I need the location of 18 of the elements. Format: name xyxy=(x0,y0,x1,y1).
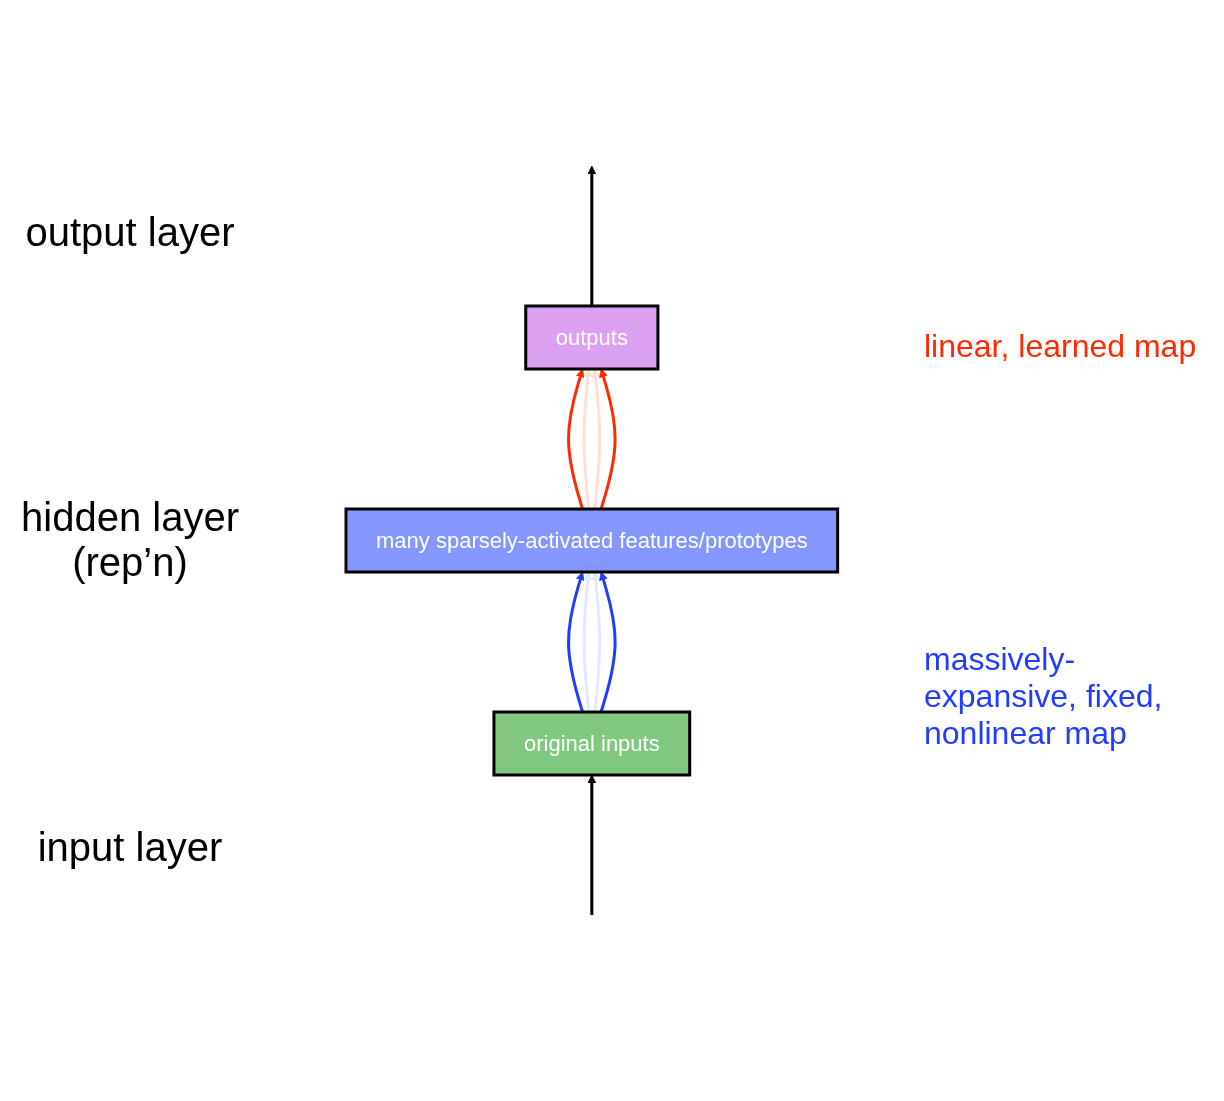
arrow xyxy=(587,774,597,915)
arrow xyxy=(587,165,597,306)
map-label: linear, learned map xyxy=(924,328,1198,365)
arrow xyxy=(567,368,585,509)
arrow xyxy=(591,571,602,712)
node-box: outputs xyxy=(524,304,660,370)
arrow xyxy=(582,368,593,509)
arrow xyxy=(599,368,617,509)
arrow xyxy=(582,571,593,712)
layer-label: output layer xyxy=(24,210,236,255)
layer-label: hidden layer (rep’n) xyxy=(20,495,240,585)
node-box: many sparsely-activated features/prototypes xyxy=(344,507,840,573)
map-label: massively-expansive, fixed, nonlinear map xyxy=(924,641,1164,752)
arrow xyxy=(591,368,602,509)
arrow xyxy=(599,571,617,712)
arrow xyxy=(567,571,585,712)
node-box: original inputs xyxy=(492,710,692,776)
layer-label: input layer xyxy=(36,825,224,870)
